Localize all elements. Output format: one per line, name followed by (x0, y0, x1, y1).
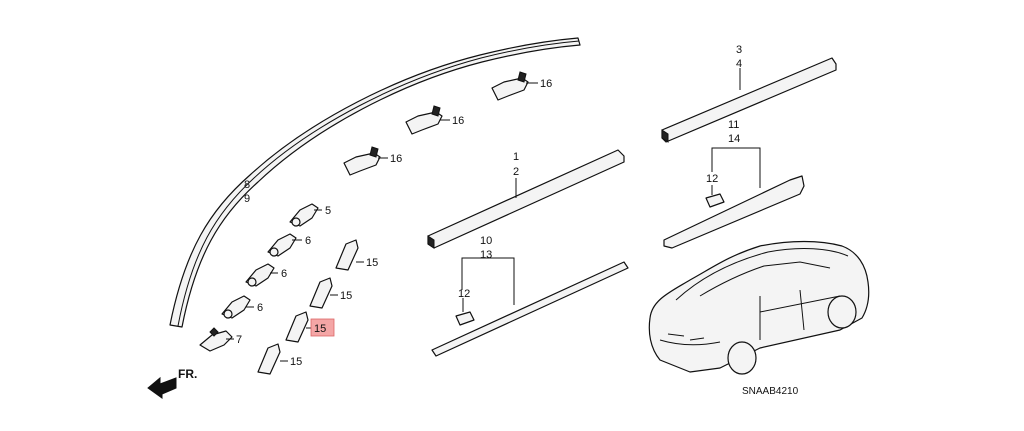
clip-16-lower[interactable] (343, 146, 388, 176)
clip-15-c[interactable] (285, 311, 312, 343)
clip-5[interactable] (289, 203, 322, 227)
clip-16-middle[interactable] (405, 105, 450, 135)
front-arrow-icon (147, 376, 177, 399)
label-16-lower: 16 (390, 153, 402, 165)
label-13: 13 (480, 249, 492, 261)
clip-15-b[interactable] (309, 277, 338, 309)
front-arrow: FR. (147, 367, 197, 399)
clip-15-a[interactable] (335, 239, 364, 271)
label-6-c: 6 (257, 302, 263, 314)
label-15-a: 15 (366, 257, 378, 269)
label-9: 9 (244, 193, 250, 205)
label-12-upper: 12 (706, 173, 718, 185)
roof-molding[interactable] (169, 37, 581, 328)
label-3: 3 (736, 44, 742, 56)
clip-12-upper[interactable] (705, 185, 725, 208)
clip-6-a[interactable] (267, 233, 302, 257)
car-illustration (648, 240, 870, 375)
diagram-code: SNAAB4210 (742, 386, 799, 397)
label-15-highlighted[interactable]: 15 (314, 323, 326, 335)
label-6-b: 6 (281, 268, 287, 280)
molding-10-13[interactable] (431, 257, 629, 357)
highlight-box (310, 318, 335, 337)
label-6-a: 6 (305, 235, 311, 247)
label-11: 11 (728, 119, 739, 131)
label-7: 7 (236, 334, 242, 346)
label-5: 5 (325, 205, 331, 217)
front-arrow-label: FR. (178, 367, 197, 381)
label-15-d: 15 (290, 356, 302, 368)
label-12-lower: 12 (458, 288, 470, 300)
clip-6-c[interactable] (221, 295, 254, 319)
clip-12-lower[interactable] (455, 298, 475, 326)
clip-16-top[interactable] (491, 71, 538, 101)
clip-15-d[interactable] (257, 343, 288, 375)
label-2: 2 (513, 166, 519, 178)
label-8: 8 (244, 179, 250, 191)
label-1: 1 (513, 151, 519, 163)
molding-1-2[interactable] (427, 149, 625, 249)
molding-3-4[interactable] (661, 57, 837, 143)
label-4: 4 (736, 58, 742, 70)
label-16-top: 16 (540, 78, 552, 90)
molding-11-14[interactable] (663, 147, 805, 249)
label-14: 14 (728, 133, 740, 145)
label-15-b: 15 (340, 290, 352, 302)
label-10: 10 (480, 235, 492, 247)
label-16-middle: 16 (452, 115, 464, 127)
clip-6-b[interactable] (245, 263, 278, 287)
clip-7[interactable] (199, 327, 234, 352)
